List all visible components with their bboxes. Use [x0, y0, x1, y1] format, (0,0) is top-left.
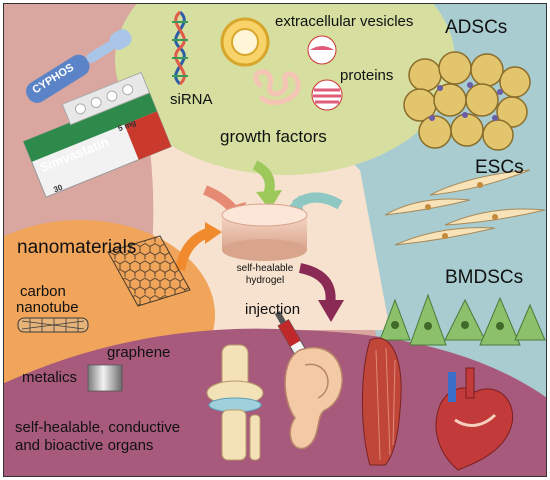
adipocytes-icon	[403, 51, 531, 151]
vesicle-icon	[220, 17, 270, 67]
protein-icon	[307, 35, 343, 111]
growth-factor-icon	[253, 69, 301, 105]
label-organs-line1: self-healable, conductive	[15, 419, 181, 436]
knee-joint-icon	[206, 344, 264, 461]
label-hydrogel-line2: hydrogel	[245, 275, 285, 286]
bmdscs-cells-icon	[379, 293, 546, 346]
label-escs: ESCs	[475, 157, 524, 178]
label-sirna: siRNA	[170, 91, 213, 108]
sirna-helix-icon	[172, 10, 188, 86]
cyphos-ampoule-icon	[26, 29, 132, 103]
muscle-icon	[361, 337, 402, 466]
graphene-icon	[107, 235, 191, 307]
heart-icon	[435, 367, 514, 471]
label-injection: injection	[245, 301, 301, 318]
label-metalics: metalics	[22, 369, 78, 386]
arrow-injection	[298, 263, 344, 322]
simvastatin-box-icon	[22, 71, 172, 198]
arrow-growth-factors	[252, 160, 282, 210]
hydrogel-disc-icon	[221, 203, 308, 261]
label-hydrogel-line1: self-healable	[236, 263, 294, 274]
nanotube-icon	[17, 317, 89, 333]
arrow-nanomaterials	[175, 222, 222, 272]
label-nanomaterials: nanomaterials	[17, 237, 137, 258]
label-extracellular-vesicles: extracellular vesicles	[275, 13, 414, 30]
ear-icon	[284, 346, 343, 450]
label-nanotube: nanotube	[16, 299, 79, 316]
label-organs-line2: and bioactive organs	[15, 437, 154, 454]
label-growth-factors: growth factors	[220, 127, 327, 146]
label-carbon: carbon	[20, 283, 66, 300]
escs-cells-icon	[384, 169, 546, 246]
label-graphene: graphene	[107, 344, 171, 361]
label-adscs: ADSCs	[445, 17, 508, 38]
metallic-cylinder-icon	[87, 364, 123, 392]
label-proteins: proteins	[340, 67, 394, 84]
organs-region	[3, 328, 547, 477]
label-bmdscs: BMDSCs	[445, 267, 524, 288]
